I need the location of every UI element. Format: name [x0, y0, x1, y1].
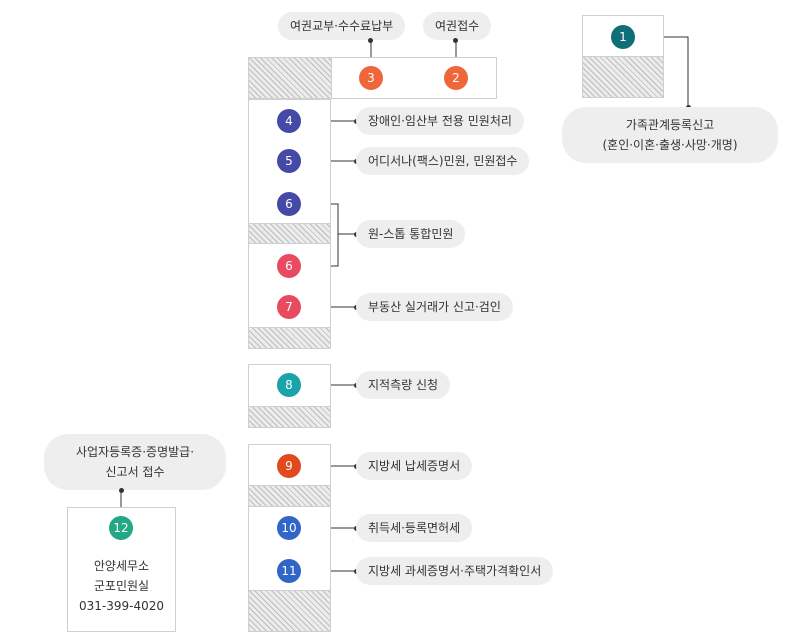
counter-1-badge: 1 — [611, 25, 635, 49]
hatch-passport — [248, 57, 332, 99]
counter-3-badge: 3 — [359, 66, 383, 90]
counter-9-badge: 9 — [277, 454, 301, 478]
counter-6-badge-red: 6 — [277, 254, 301, 278]
business-line-2: 신고서 접수 — [105, 465, 165, 479]
counter-5-badge: 5 — [277, 149, 301, 173]
label-service-6: 원-스톱 통합민원 — [356, 220, 466, 248]
counter-block-tax-office — [67, 507, 176, 632]
hatch-main-bottom — [248, 327, 331, 349]
tax-office-name: 안양세무소 — [93, 559, 150, 573]
business-line-1: 사업자등록증·증명발급· — [75, 445, 195, 459]
family-line-2: (혼인·이혼·출생·사망·개명) — [602, 138, 738, 152]
label-service-8: 지적측량 신청 — [356, 371, 451, 399]
counter-6-badge-blue: 6 — [277, 192, 301, 216]
counter-8-badge: 8 — [277, 373, 301, 397]
dot-12 — [119, 488, 124, 493]
dot-3-top — [368, 38, 373, 43]
label-passport-issue-fee: 여권교부·수수료납부 — [278, 12, 406, 40]
label-service-10: 취득세·등록면허세 — [356, 514, 473, 542]
counter-block-passport — [331, 57, 497, 99]
family-line-1: 가족관계등록신고 — [625, 118, 715, 132]
counter-2-badge: 2 — [444, 66, 468, 90]
label-passport-reception: 여권접수 — [423, 12, 492, 40]
tax-office-info: 안양세무소 군포민원실 031-399-4020 — [67, 556, 176, 616]
counter-10-badge: 10 — [277, 516, 301, 540]
tax-office-room: 군포민원실 — [93, 579, 150, 593]
hatch-main-middle — [248, 223, 331, 244]
hatch-family — [582, 56, 664, 98]
counter-4-badge: 4 — [277, 109, 301, 133]
label-service-9: 지방세 납세증명서 — [356, 452, 473, 480]
counter-11-badge: 11 — [277, 559, 301, 583]
label-service-11: 지방세 과세증명서·주택가격확인서 — [356, 557, 554, 585]
label-business-registration: 사업자등록증·증명발급· 신고서 접수 — [44, 434, 226, 490]
hatch-tax-bottom — [248, 590, 331, 632]
counter-12-badge: 12 — [109, 516, 133, 540]
label-service-7: 부동산 실거래가 신고·검인 — [356, 293, 513, 321]
label-service-4: 장애인·임산부 전용 민원처리 — [356, 107, 524, 135]
tax-office-phone: 031-399-4020 — [78, 599, 164, 613]
dot-2-top — [453, 38, 458, 43]
label-family-registration: 가족관계등록신고 (혼인·이혼·출생·사망·개명) — [562, 107, 778, 163]
hatch-tax-middle — [248, 485, 331, 507]
counter-7-badge: 7 — [277, 295, 301, 319]
label-service-5: 어디서나(팩스)민원, 민원접수 — [356, 147, 530, 175]
hatch-8 — [248, 406, 331, 428]
